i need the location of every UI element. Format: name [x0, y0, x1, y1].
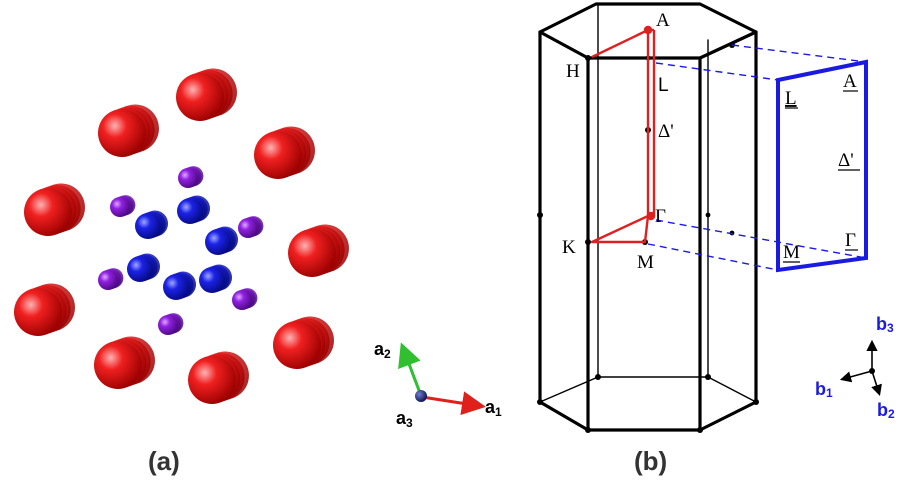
lattice-axes-a: a1 a2 a3: [374, 339, 502, 430]
point-M-label: M: [637, 252, 654, 273]
medium-atom: [127, 253, 161, 282]
projection-labels: L A Δ' M Γ: [783, 71, 860, 263]
axis-a1-label: a1: [485, 397, 502, 419]
large-atom: [188, 351, 249, 404]
axis-b1-label: b1: [815, 379, 833, 400]
axis-a3-dot: [415, 390, 427, 402]
medium-atom: [177, 195, 211, 224]
projected-surface-zone: [776, 59, 868, 273]
proj-M-label: M: [783, 242, 800, 263]
axis-a2-arrow: [398, 342, 422, 394]
point-A-label: A: [656, 10, 670, 31]
small-atom: [110, 195, 136, 217]
proj-L-label: L: [785, 88, 797, 109]
panel-a-label: (a): [148, 446, 180, 476]
small-atom: [98, 268, 124, 290]
large-atom: [273, 316, 334, 369]
axis-a2-label: a2: [374, 339, 391, 361]
projection-lines: [647, 44, 867, 271]
large-atom: [94, 336, 155, 389]
large-atom: [98, 104, 159, 157]
large-atom: [254, 126, 315, 179]
small-atom: [232, 288, 258, 310]
medium-atom: [163, 271, 197, 300]
small-atom: [178, 166, 204, 188]
high-symmetry-path: [590, 25, 656, 244]
point-gamma-label: Γ: [655, 206, 666, 227]
large-atom: [24, 183, 85, 236]
proj-A-label: A: [843, 71, 857, 92]
panel-b-label: (b): [634, 446, 667, 476]
reciprocal-axes: b3 b1 b2: [815, 314, 895, 421]
point-delta-label: Δ': [658, 121, 674, 142]
small-atom: [238, 216, 264, 238]
medium-atom: [205, 226, 239, 255]
axis-a1-arrow: [421, 391, 486, 416]
point-H-label: H: [566, 61, 580, 82]
point-K-label: K: [562, 237, 576, 258]
large-atom: [176, 68, 237, 121]
point-L-label: L: [658, 75, 669, 96]
medium-atom: [199, 264, 233, 293]
large-atom: [288, 224, 349, 277]
proj-delta-label: Δ': [838, 150, 854, 171]
medium-atom: [135, 210, 169, 239]
axis-b2-label: b2: [877, 400, 895, 421]
proj-gamma-label: Γ: [845, 230, 856, 251]
axis-b3-label: b3: [876, 314, 894, 335]
large-atom: [14, 283, 75, 336]
small-atom: [158, 313, 184, 335]
axis-a3-label: a3: [396, 408, 413, 430]
crystal-structure: [14, 68, 349, 404]
